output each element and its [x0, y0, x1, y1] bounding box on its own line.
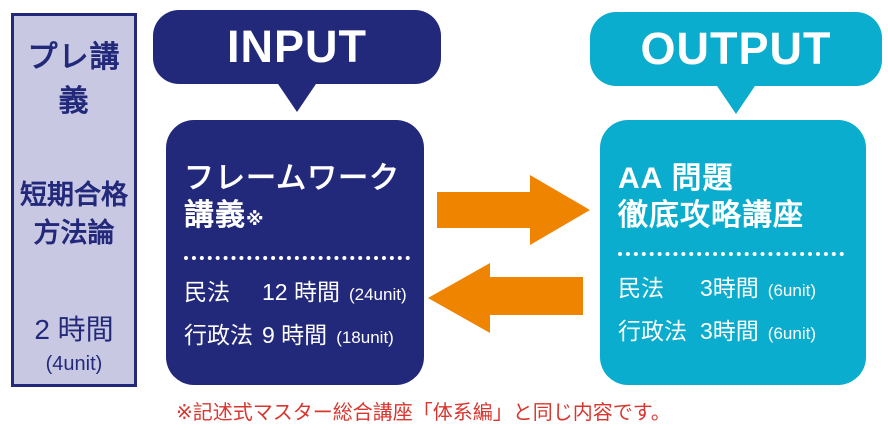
hours-value: 12 時間 [262, 279, 340, 305]
arrow-left-icon [428, 263, 583, 333]
subject-label: 行政法 [184, 322, 253, 348]
output-course-title-line1: AA 問題 [618, 162, 734, 195]
subject-label: 民法 [184, 279, 230, 305]
output-course-rows: 民法 3時間 (6unit) 行政法 3時間 (6unit) [618, 268, 854, 354]
output-bubble: OUTPUT [590, 12, 882, 114]
table-row: 民法 12 時間 (24unit) [184, 272, 412, 315]
pre-lecture-box: プレ講義 短期合格 方法論 2 時間 (4unit) [11, 13, 137, 387]
input-bubble-label: INPUT [227, 21, 367, 72]
units-value: (24unit) [348, 285, 407, 304]
input-course-rows: 民法 12 時間 (24unit) 行政法 9 時間 (18unit) [184, 272, 412, 358]
hours-value: 3時間 [700, 318, 759, 344]
pre-lecture-method: 短期合格 方法論 [20, 180, 128, 248]
subject-label: 行政法 [618, 318, 687, 344]
table-row: 行政法 9 時間 (18unit) [184, 315, 412, 358]
input-course-title-line1: フレームワーク [184, 162, 401, 195]
dotted-divider [184, 256, 410, 260]
output-course-title-line2: 徹底攻略講座 [618, 199, 804, 232]
exchange-arrows [428, 175, 590, 333]
hours-value: 9 時間 [262, 322, 328, 348]
input-course-title-line2: 講義※ [184, 199, 265, 232]
input-course-card: フレームワーク 講義※ 民法 12 時間 (24unit) 行政法 9 時間 (… [166, 120, 424, 385]
pre-lecture-units: (4unit) [45, 353, 103, 375]
units-value: (6unit) [767, 324, 816, 343]
output-bubble-label: OUTPUT [640, 23, 832, 74]
output-course-card: AA 問題 徹底攻略講座 民法 3時間 (6unit) 行政法 3時間 (6un… [600, 120, 866, 385]
footnote: ※記述式マスター総合講座「体系編」と同じ内容です。 [176, 402, 671, 424]
arrow-right-icon [437, 175, 590, 245]
input-bubble: INPUT [153, 10, 441, 112]
input-course-title: フレームワーク 講義※ [184, 160, 412, 238]
subject-label: 民法 [618, 275, 664, 301]
output-course-title: AA 問題 徹底攻略講座 [618, 160, 854, 234]
pre-lecture-title: プレ講義 [27, 41, 121, 118]
units-value: (18unit) [336, 328, 394, 347]
table-row: 民法 3時間 (6unit) [618, 268, 854, 311]
output-bubble-tail [715, 83, 757, 114]
pre-lecture-duration: 2 時間 [34, 314, 114, 345]
dotted-divider [618, 252, 844, 256]
input-bubble-tail [276, 81, 318, 112]
asterisk-note-mark: ※ [246, 209, 265, 229]
units-value: (6unit) [767, 281, 816, 300]
table-row: 行政法 3時間 (6unit) [618, 311, 854, 354]
hours-value: 3時間 [700, 275, 759, 301]
